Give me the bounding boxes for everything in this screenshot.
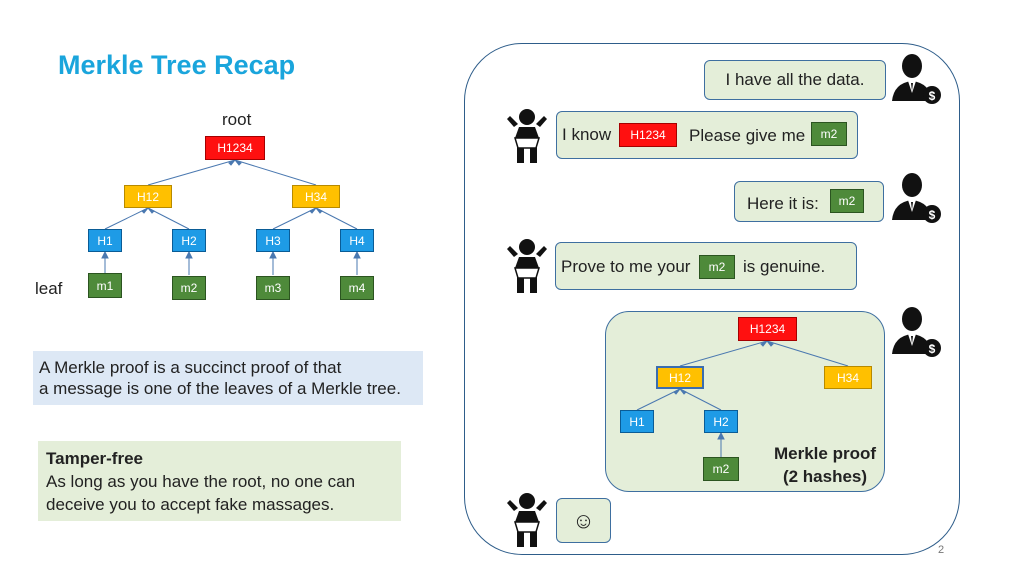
client-bubble-2-msg: m2 <box>699 255 735 279</box>
tree-leaf-m2: m2 <box>172 276 206 300</box>
page-title: Merkle Tree Recap <box>58 50 296 80</box>
server-bubble-2-msg: m2 <box>830 189 864 213</box>
client-bubble-2-prefix: Prove to me your <box>561 257 691 276</box>
merkle-proof-label: Merkle proof (2 hashes) <box>765 442 885 488</box>
server-bubble-2: Here it is: m2 <box>734 181 884 222</box>
svg-text:$: $ <box>929 342 936 356</box>
tamper-free-line-2: deceive you to accept fake massages. <box>46 495 335 514</box>
tamper-free-heading: Tamper-free <box>46 449 143 468</box>
proof-root-node: H1234 <box>738 317 797 341</box>
proof-node-h34: H34 <box>824 366 872 389</box>
client-bubble-1-prefix: I know <box>562 125 612 144</box>
merkle-proof-label-line-2: (2 hashes) <box>782 467 868 486</box>
merkle-proof-box <box>605 311 885 492</box>
server-bubble-1: I have all the data. <box>704 60 886 100</box>
client-bubble-1-suffix: Please give me <box>689 126 806 145</box>
tree-leaf-m3: m3 <box>256 276 290 300</box>
person-icon <box>507 239 547 293</box>
tree-node-h2: H2 <box>172 229 206 252</box>
tree-node-h34: H34 <box>292 185 340 208</box>
tree-edges <box>101 159 361 275</box>
leaf-label: leaf <box>35 279 63 298</box>
svg-text:$: $ <box>929 89 936 103</box>
root-label: root <box>222 110 252 129</box>
merkle-proof-label-line-1: Merkle proof <box>773 444 877 463</box>
tamper-free-line-1: As long as you have the root, no one can <box>46 472 356 491</box>
tree-leaf-m4: m4 <box>340 276 374 300</box>
banker-icon: $ <box>892 173 941 223</box>
definition-line-2: a message is one of the leaves of a Merk… <box>39 379 401 398</box>
server-bubble-2-prefix: Here it is: <box>747 194 819 213</box>
tamper-free-box: Tamper-free As long as you have the root… <box>38 441 401 521</box>
proof-leaf-m2: m2 <box>703 457 739 481</box>
client-bubble-2-suffix: is genuine. <box>743 257 826 276</box>
client-bubble-1-msg: m2 <box>811 122 847 146</box>
svg-text:$: $ <box>929 208 936 222</box>
person-icon <box>507 109 547 163</box>
client-bubble-1-hash: H1234 <box>619 123 677 147</box>
definition-line-1: A Merkle proof is a succinct proof of th… <box>39 358 342 377</box>
proof-edges <box>636 340 849 457</box>
tree-node-h3: H3 <box>256 229 290 252</box>
dialog-panel <box>464 43 960 555</box>
tree-node-h1: H1 <box>88 229 122 252</box>
page-number: 2 <box>938 544 945 556</box>
tree-leaf-m1: m1 <box>88 273 122 298</box>
merkle-proof-definition: A Merkle proof is a succinct proof of th… <box>33 351 423 405</box>
proof-node-h1: H1 <box>620 410 654 433</box>
proof-node-h12: H12 <box>656 366 704 389</box>
tree-node-h12: H12 <box>124 185 172 208</box>
smiley-icon: ☺ <box>572 507 595 533</box>
tree-root-node: H1234 <box>205 136 265 160</box>
client-bubble-3: ☺ <box>556 498 611 543</box>
tree-node-h4: H4 <box>340 229 374 252</box>
person-icon <box>507 493 547 547</box>
client-bubble-1: I know H1234 Please give me m2 <box>556 111 858 159</box>
server-bubble-1-text: I have all the data. <box>725 70 865 89</box>
banker-icon: $ <box>892 54 941 104</box>
proof-node-h2: H2 <box>704 410 738 433</box>
client-bubble-2: Prove to me your m2 is genuine. <box>555 242 857 290</box>
banker-icon: $ <box>892 307 941 357</box>
